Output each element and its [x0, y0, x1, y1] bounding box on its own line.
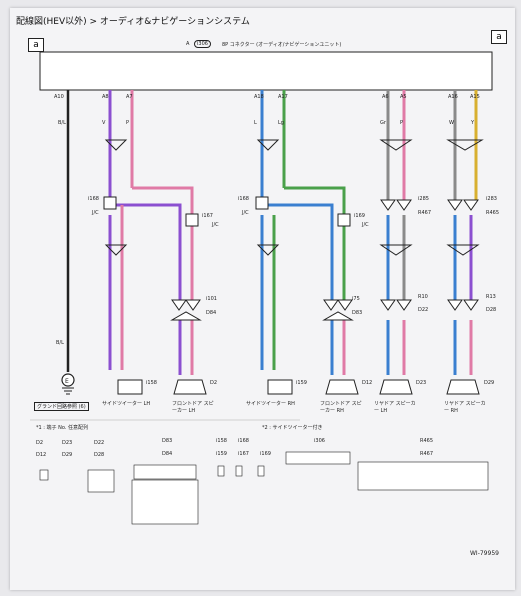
g4-speaker-label: リヤドア スピーカー RH [444, 401, 486, 414]
g1-pin-b: A7 [126, 94, 133, 100]
g3-pin-a: A6 [382, 94, 389, 100]
g2-jc2-label: J/C [362, 222, 369, 228]
g3-pin-b: A5 [400, 94, 407, 100]
main-connector-label: 8P コネクター (オーディオ/ナビゲーションユニット) [222, 42, 342, 48]
g3-speaker-label: リヤドア スピーカー LH [374, 401, 416, 414]
g1-pin-a: A8 [102, 94, 109, 100]
g1-jc2-label: J/C [212, 222, 219, 228]
bc-i167: i167 [238, 451, 249, 457]
g2-jc-id: i168 [238, 196, 249, 202]
g2-color-b: Lg [278, 120, 284, 126]
bc-d83: D83 [162, 438, 173, 444]
ground-color: B/L [58, 120, 66, 126]
g2-pin-b: A17 [278, 94, 288, 100]
g2-tweeter-label: サイドツイーター RH [246, 401, 295, 407]
g1-speaker-conn: D2 [210, 380, 218, 386]
bc-i306: i306 [314, 438, 325, 444]
bc-i159: i159 [216, 451, 227, 457]
note-1: *1 : 端子 No. 任意配列 [36, 425, 89, 431]
g2-color-a: L [254, 120, 257, 126]
g4-pin-a: A16 [448, 94, 458, 100]
g1-speaker-label: フロントドア スピーカー LH [172, 401, 214, 414]
g3-conn-c3: R10 [418, 294, 428, 300]
bc-i169: i169 [260, 451, 271, 457]
connector-grid-d83 [131, 464, 199, 525]
bc-d29: D29 [62, 452, 73, 458]
g3-conn-c4: D22 [418, 307, 429, 313]
g4-color-b: Y [471, 120, 475, 126]
g2-tweeter-conn: i159 [296, 380, 307, 386]
g1-color-a: V [102, 120, 106, 126]
bc-d22: D22 [94, 440, 105, 446]
main-connector-id: i306 [194, 40, 211, 48]
bc-d28: D28 [94, 452, 105, 458]
g2-conn-c2: D83 [352, 310, 363, 316]
g4-speaker-conn: D29 [484, 380, 495, 386]
ground-color-lower: B/L [56, 340, 64, 346]
bc-d12: D12 [36, 452, 47, 458]
ground-symbol [61, 373, 75, 387]
group-front-lh [103, 90, 207, 395]
bc-d84: D84 [162, 451, 173, 457]
g3-color-a: Gr [380, 120, 386, 126]
connector-grid-i158 [217, 465, 265, 477]
g1-conn-c1: i101 [206, 296, 217, 302]
page-title: 配線図(HEV以外) > オーディオ&ナビゲーションシステム [16, 17, 250, 27]
g3-conn-c2: R467 [418, 210, 432, 216]
g3-color-b: P [400, 120, 404, 126]
footer-code: WI-79959 [470, 550, 499, 557]
connector-grid-i306 [285, 451, 351, 465]
g4-conn-c1: i283 [486, 196, 497, 202]
navigation-unit-box [39, 51, 493, 91]
g2-pin-a: A18 [254, 94, 264, 100]
g3-conn-c1: i285 [418, 196, 429, 202]
group-rear-lh [379, 90, 413, 395]
g2-speaker-conn: D12 [362, 380, 373, 386]
bc-i158: i158 [216, 438, 227, 444]
g1-conn-c2: D84 [206, 310, 217, 316]
group-front-rh [255, 90, 359, 395]
g1-jc-label: J/C [92, 210, 99, 216]
ground-pin: A10 [54, 94, 64, 100]
g2-jc2-id: i169 [354, 213, 365, 219]
bc-r467: R467 [420, 451, 434, 457]
bc-d2: D2 [36, 440, 44, 446]
bc-i168: i168 [238, 438, 249, 444]
g2-jc-label: J/C [242, 210, 249, 216]
g1-jc2-id: i167 [202, 213, 213, 219]
bc-d23: D23 [62, 440, 73, 446]
g4-conn-c4: D28 [486, 307, 497, 313]
note-2: *2 : サイドツイーター付き [262, 425, 323, 431]
g2-speaker-label: フロントドア スピーカー RH [320, 401, 362, 414]
bc-r465: R465 [420, 438, 434, 444]
g3-speaker-conn: D23 [416, 380, 427, 386]
connector-grid-r465 [357, 461, 489, 491]
g4-conn-c2: R465 [486, 210, 500, 216]
g1-color-b: P [126, 120, 130, 126]
group-rear-rh [446, 90, 484, 395]
g1-tweeter-label: サイドツイーター LH [102, 401, 151, 407]
g1-jc-id: i168 [88, 196, 99, 202]
ground-letter: E [65, 378, 69, 385]
g4-color-a: W [449, 120, 454, 126]
corner-marker-left: a [28, 38, 44, 52]
g4-conn-c3: R13 [486, 294, 496, 300]
main-connector-prefix: A [186, 41, 190, 47]
ground-reference: グランド回路参照 (6) [34, 402, 89, 411]
connector-grid-d2 [39, 469, 115, 493]
g2-conn-c1: i75 [352, 296, 360, 302]
corner-marker-right: a [491, 30, 507, 44]
g4-pin-b: A15 [470, 94, 480, 100]
g1-tweeter-conn: i158 [146, 380, 157, 386]
